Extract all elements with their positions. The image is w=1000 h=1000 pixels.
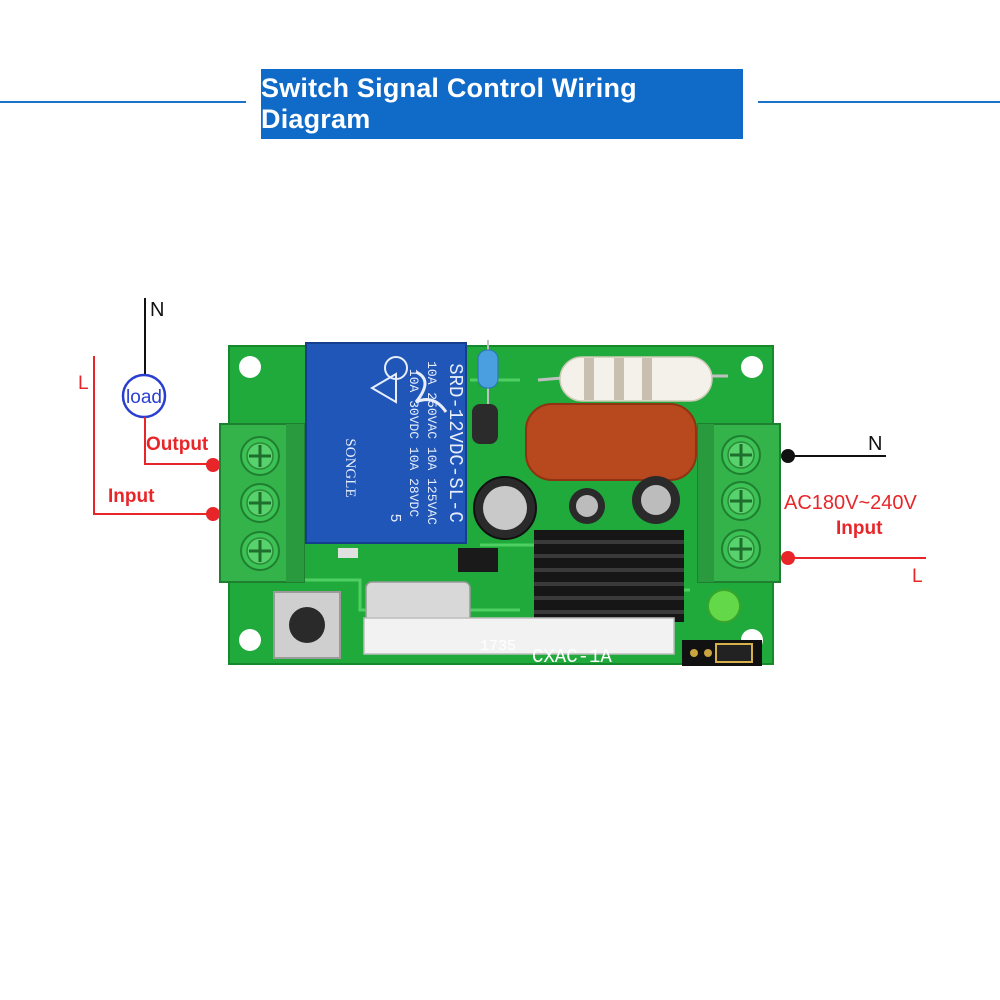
jumper-header [682, 640, 762, 666]
small-resistor [477, 340, 499, 408]
neutral-terminal-dot [781, 449, 795, 463]
board-code: 1735 [480, 638, 516, 655]
terminal-screw [721, 435, 761, 475]
mount-hole [741, 356, 763, 378]
ic-chip [338, 548, 498, 572]
electrolytic-capacitor [473, 476, 680, 540]
diagram-title: Switch Signal Control Wiring Diagram [261, 69, 743, 139]
mount-hole [239, 629, 261, 651]
relay: SRD-12VDC-SL-C 10A 250VAC 10A 125VAC 10A… [305, 342, 467, 544]
songle-logo-icon [414, 370, 448, 413]
right-wiring: N AC180V~240V Input L [781, 433, 926, 587]
right-neutral-label: N [868, 433, 882, 455]
mount-hole [239, 356, 261, 378]
title-line-right [758, 101, 1000, 103]
line-terminal-dot [781, 551, 795, 565]
board-label: CXAC-1A [532, 646, 612, 668]
terminal-screw [240, 436, 280, 476]
push-button [273, 591, 341, 659]
left-terminal-block [219, 423, 305, 583]
output-terminal-dot [206, 458, 220, 472]
inductor-coil [534, 530, 684, 622]
voltage-label: AC180V~240V [784, 492, 918, 514]
warning-triangle-icon [370, 372, 397, 404]
terminal-screw [240, 531, 280, 571]
title-line-left [0, 101, 246, 103]
load-label: load [126, 387, 162, 408]
film-capacitor [525, 403, 697, 481]
terminal-screw [721, 529, 761, 569]
relay-pin: 5 [387, 514, 404, 522]
right-line-label: L [912, 566, 923, 587]
left-line-label: L [78, 373, 89, 394]
right-input-label: Input [836, 518, 883, 539]
status-led [707, 589, 741, 623]
line-wire-left [93, 356, 213, 515]
input-terminal-dot [206, 507, 220, 521]
output-wire [144, 417, 213, 465]
terminal-screw [721, 481, 761, 521]
relay-brand: SONGLE [342, 438, 358, 497]
diode [472, 404, 498, 444]
left-wiring: N load Output L Input [78, 298, 220, 521]
terminal-screw [240, 483, 280, 523]
rf-module: 1735 CXAC-1A [363, 617, 675, 668]
left-input-label: Input [108, 486, 155, 507]
right-terminal-block [697, 423, 781, 583]
relay-rating-2: 10A 30VDC 10A 28VDC [406, 369, 421, 517]
relay-model: SRD-12VDC-SL-C [444, 363, 466, 523]
crystal-oscillator [365, 581, 471, 623]
output-label: Output [146, 434, 209, 455]
left-neutral-label: N [150, 299, 164, 321]
power-resistor [537, 356, 728, 402]
